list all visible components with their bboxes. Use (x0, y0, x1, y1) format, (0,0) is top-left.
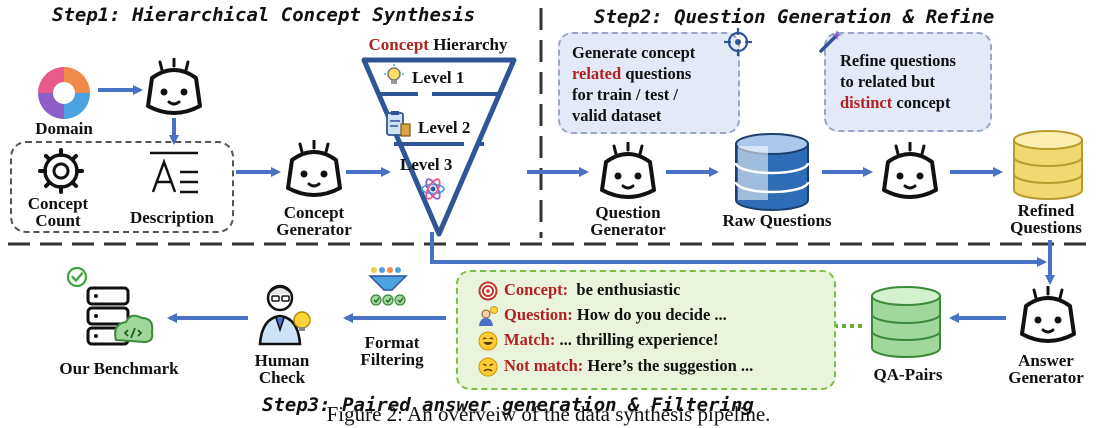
example-not-match-row: Not match: Here’s the suggestion ... (478, 356, 753, 377)
text-format-icon (150, 151, 198, 194)
our-benchmark-label: Our Benchmark (59, 359, 179, 378)
happy-face-icon (478, 331, 498, 351)
benchmark-server-icon (86, 286, 154, 346)
figure-caption: Figure 2: An overveiw of the data synthe… (326, 402, 771, 426)
domain-label: Domain (35, 119, 93, 138)
concept-hierarchy-funnel (361, 57, 517, 237)
level-1-label: Level 1 (412, 68, 465, 87)
atom-icon (421, 178, 445, 200)
magic-wand-icon (819, 30, 843, 53)
target-dart-icon (478, 281, 498, 301)
description-label: Description (129, 208, 215, 227)
answer-examples-box (456, 270, 836, 390)
example-concept-row: Concept: be enthusiastic (478, 280, 680, 301)
question-generator-robot-icon (600, 142, 656, 199)
generate-instruction-box: Generate concept related questions for t… (558, 32, 740, 134)
qa-pairs-label: QA-Pairs (873, 365, 943, 384)
target-icon (724, 28, 752, 56)
example-question-row: Question: How do you decide ... (478, 305, 727, 327)
concept-generator-robot-icon (286, 140, 342, 197)
step1-title: Step1: Hierarchical Concept Synthesis (52, 4, 476, 26)
inputs-group (10, 141, 234, 233)
refine-robot-icon (882, 142, 938, 199)
level-2-label: Level 2 (418, 118, 471, 137)
domain-pie-icon (38, 67, 90, 119)
lightbulb-icon (384, 64, 404, 84)
step3-title: Step3: Paired answer generation & Filter… (262, 394, 754, 416)
gear-icon (38, 148, 84, 194)
refined-questions-database-icon (1013, 130, 1083, 200)
answer-generator-robot-icon (1020, 286, 1076, 343)
level-3-label: Level 3 (400, 155, 453, 174)
clipboard-chess-icon (386, 111, 411, 137)
concept-hierarchy-title: Concept Hierarchy (368, 35, 508, 54)
filter-funnel-icon (368, 267, 408, 306)
qa-pairs-database-icon (871, 286, 941, 358)
human-reviewer-icon (258, 284, 311, 346)
arrow-hierarchy-to-answer-gen (430, 232, 1047, 267)
refine-instruction-box: Refine questions to related but distinct… (824, 32, 992, 132)
step2-title: Step2: Question Generation & Refine (594, 6, 995, 28)
example-match-row: Match: ... thrilling experience! (478, 330, 718, 351)
raw-questions-label: Raw Questions (722, 211, 832, 230)
llm-robot-icon (146, 58, 202, 115)
check-circle-icon (66, 266, 88, 288)
annoyed-face-icon (478, 357, 498, 377)
person-question-icon (479, 306, 498, 327)
raw-questions-database-icon (734, 133, 810, 211)
